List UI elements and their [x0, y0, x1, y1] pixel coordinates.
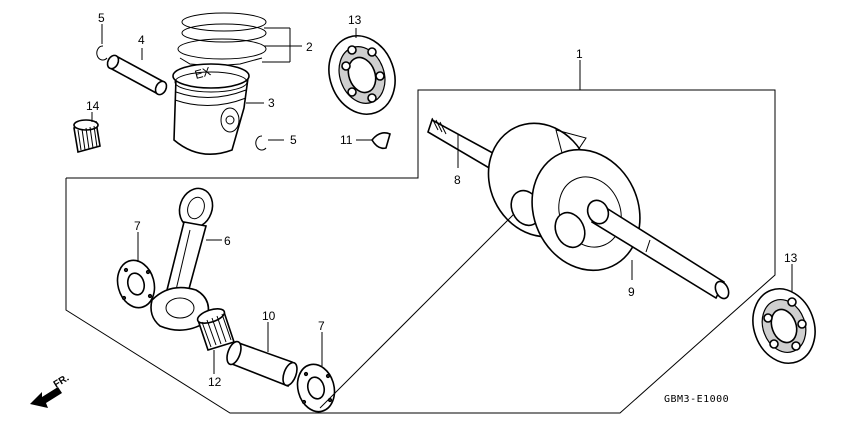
callout-12: 12 [208, 375, 222, 389]
leader-lines [91, 24, 793, 409]
small-end-needle-bearing [73, 119, 101, 154]
callout-7-bottom: 7 [318, 319, 325, 333]
piston-pin-clip-right [255, 135, 267, 151]
callout-13-right: 13 [784, 251, 798, 265]
front-direction-arrow: FR. [30, 373, 71, 408]
piston-pin [106, 54, 168, 96]
callouts: 1 2 3 4 5 5 6 7 7 8 9 10 11 12 13 13 14 [86, 11, 798, 389]
crank-bearing-top [328, 35, 396, 115]
callout-2: 2 [306, 40, 313, 54]
piston-pin-clip-top [96, 45, 108, 61]
crankshaft [427, 117, 730, 300]
callout-4: 4 [138, 33, 145, 47]
thrust-washer-bottom [296, 363, 336, 413]
callout-7-left: 7 [134, 219, 141, 233]
svg-text:EX: EX [193, 64, 212, 82]
callout-13-top: 13 [348, 13, 362, 27]
callout-10: 10 [262, 309, 276, 323]
piston: EX [172, 63, 250, 156]
connecting-rod [150, 187, 214, 331]
callout-3: 3 [268, 96, 275, 110]
callout-1: 1 [576, 47, 583, 61]
assembly-outline [65, 89, 776, 414]
piston-rings [177, 12, 267, 67]
callout-14: 14 [86, 99, 100, 113]
crank-bearing-right [752, 288, 816, 364]
arrow-left-icon [30, 387, 62, 408]
callout-9: 9 [628, 285, 635, 299]
callout-6: 6 [224, 234, 231, 248]
callout-8: 8 [454, 173, 461, 187]
callout-5-right: 5 [290, 133, 297, 147]
callout-5-top: 5 [98, 11, 105, 25]
woodruff-key [371, 132, 391, 150]
direction-label: FR. [52, 373, 72, 391]
callout-11: 11 [340, 133, 353, 147]
thrust-washer-left [116, 259, 156, 309]
crank-pin [226, 340, 298, 388]
diagram-code: GBM3-E1000 [664, 394, 729, 405]
